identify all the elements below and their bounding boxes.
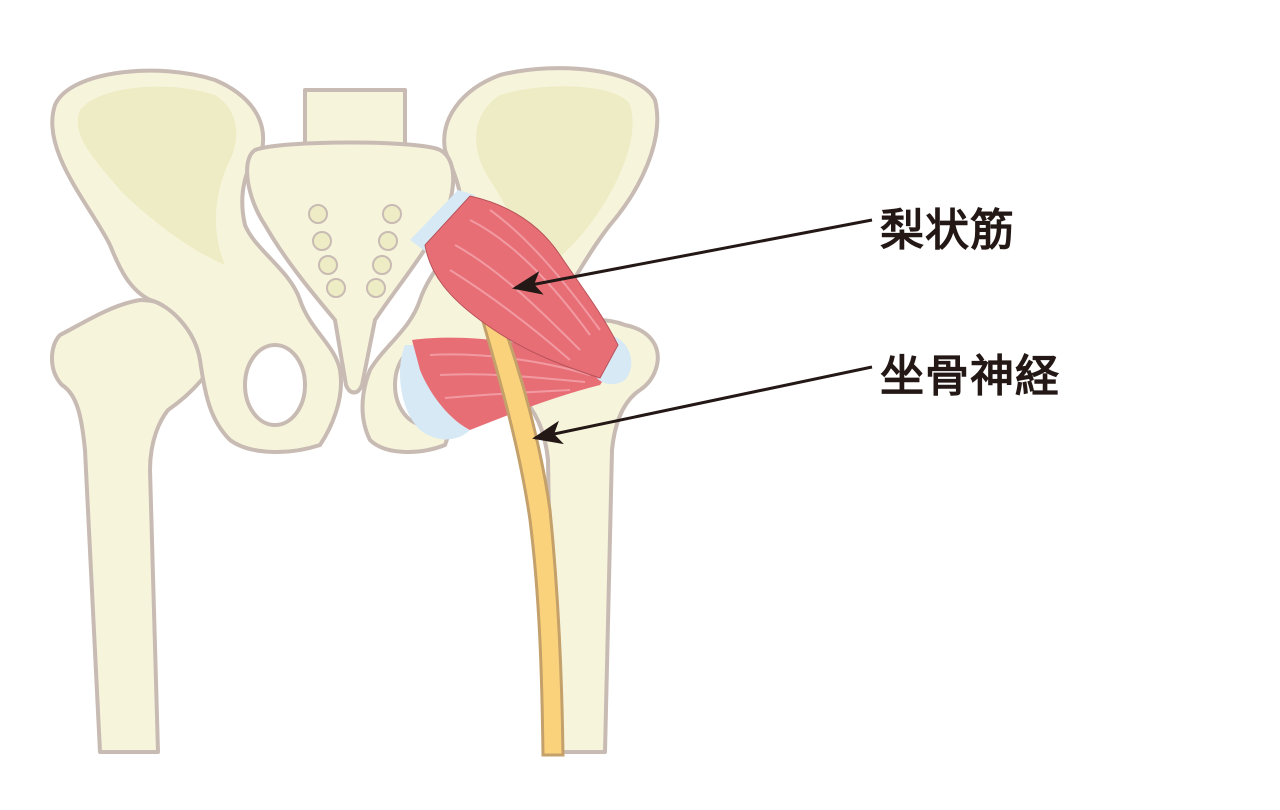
left-iliac-fossa xyxy=(77,86,237,265)
piriformis-label: 梨状筋 xyxy=(880,205,1015,256)
left-femur xyxy=(50,298,227,754)
lumbar-vertebra xyxy=(303,88,407,150)
sciatic-nerve-pointer-arrow xyxy=(532,365,873,445)
sacral-foramina xyxy=(308,204,402,298)
left-obturator-foramen xyxy=(243,343,307,427)
sacrum xyxy=(245,140,456,395)
piriformis-pointer-arrow xyxy=(512,218,873,295)
sciatic-nerve-label: 坐骨神経 xyxy=(880,351,1060,402)
right-iliac-fossa xyxy=(476,86,633,275)
